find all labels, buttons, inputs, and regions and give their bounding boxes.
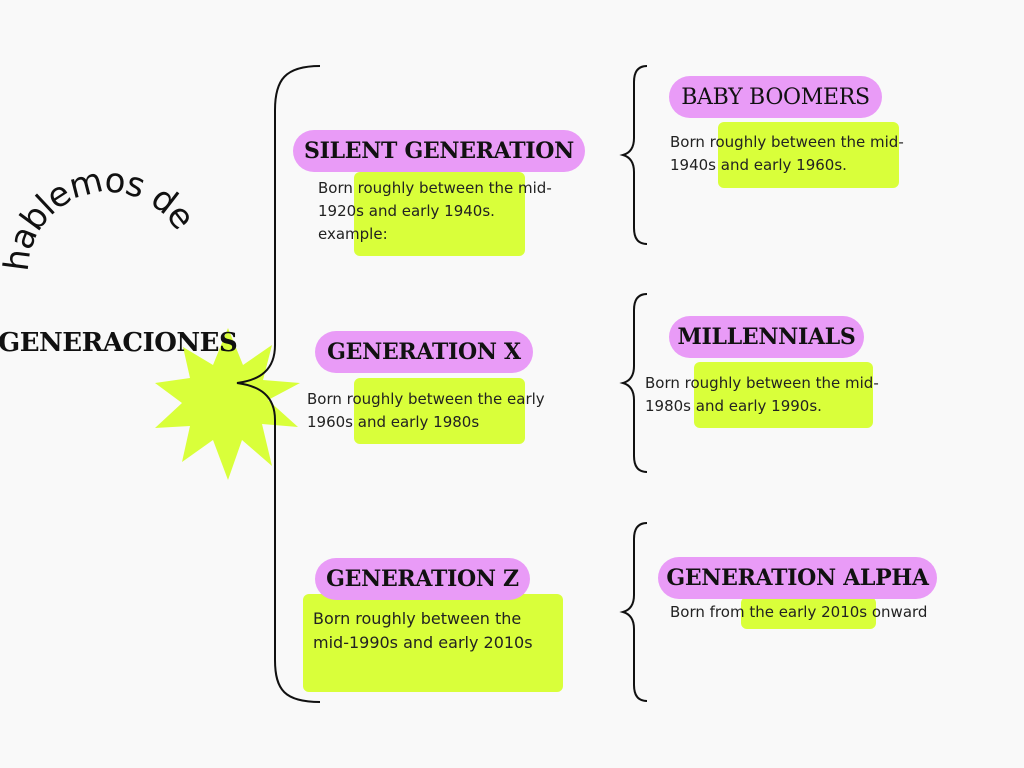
pill-millennials: MILLENNIALS xyxy=(669,316,864,358)
pill-generation-z: GENERATION Z xyxy=(315,558,530,600)
highlight xyxy=(354,172,525,256)
highlight xyxy=(303,594,563,692)
highlight xyxy=(694,362,873,428)
pill-generation-alpha: GENERATION ALPHA xyxy=(658,557,937,599)
desc-generation-z: Born roughly between the mid-1990s and e… xyxy=(313,609,533,652)
highlight xyxy=(718,122,899,188)
brace-top-right xyxy=(619,65,648,245)
brace-bottom-right xyxy=(619,522,648,702)
pill-generation-x: GENERATION X xyxy=(315,331,533,373)
desc-millennials: Born roughly between the mid-1980s and e… xyxy=(645,374,879,415)
curved-title: hablemos de xyxy=(0,160,202,273)
main-brace xyxy=(236,65,321,703)
desc-silent-generation: Born roughly between the mid- 1920s and … xyxy=(318,179,552,243)
desc-generation-alpha: Born from the early 2010s onward xyxy=(670,603,928,621)
pill-silent-generation: SILENT GENERATION xyxy=(293,130,585,172)
desc-generation-x: Born roughly between the early 1960s and… xyxy=(307,390,545,431)
highlight xyxy=(354,378,525,444)
highlight xyxy=(741,597,876,629)
desc-baby-boomers: Born roughly between the mid-1940s and e… xyxy=(670,133,904,174)
pill-baby-boomers: BABY BOOMERS xyxy=(669,76,882,118)
brace-middle-right xyxy=(619,293,648,473)
main-title: GENERACIONES xyxy=(0,328,238,358)
starburst-shape xyxy=(155,328,300,480)
